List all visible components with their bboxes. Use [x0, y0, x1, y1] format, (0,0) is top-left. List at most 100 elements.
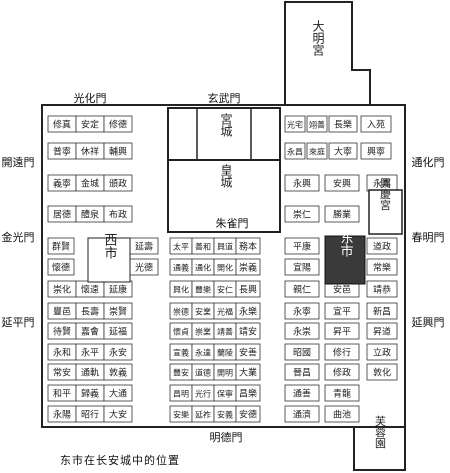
ward-w7-1: 懷遠: [75, 280, 105, 298]
ward-c7-0: 豐安: [169, 363, 193, 381]
ward-c3-2: 安仁: [213, 280, 237, 298]
ward-w6-1: 光德: [129, 258, 159, 276]
ward-label: 永興: [293, 178, 311, 190]
ward-e_top2-3: 興寧: [360, 142, 392, 160]
ward-label: 善和: [195, 242, 211, 252]
ward-label: 待賢: [53, 326, 71, 338]
ward-box: [103, 322, 133, 340]
ward-box: [235, 258, 261, 276]
ward-label: 昭國: [293, 348, 311, 359]
imperial-city-label: 皇城: [219, 164, 233, 189]
ward-w9-0: 待賢: [47, 322, 77, 340]
ward-w11-2: 敦義: [103, 363, 133, 381]
ward-label: 宣陽: [293, 262, 311, 274]
ward-label: 安德: [239, 409, 257, 421]
ward-box: [366, 302, 398, 320]
east-market: [324, 235, 366, 285]
ward-label: 靖安: [239, 326, 257, 338]
ward-w6-0: 懷德: [47, 258, 75, 276]
ward-label: 興化: [173, 285, 189, 295]
ward-label: 昇道: [373, 326, 391, 338]
ward-w2-2: 輔興: [103, 142, 133, 160]
gate-chunming: 春明門: [412, 231, 445, 244]
ward-label: 懷德: [52, 262, 70, 274]
ward-box: [366, 363, 398, 381]
ward-e10-1: 青龍: [324, 384, 360, 402]
ward-label: 延壽: [135, 241, 153, 253]
ward-label: 興寧: [367, 146, 385, 158]
daming-palace-label: 大明宮: [311, 20, 325, 56]
ward-label: 永和: [53, 347, 71, 359]
ward-box: [235, 343, 261, 361]
ward-e_top2-0: 永昌: [284, 142, 306, 160]
ward-e1-0: 永興: [284, 174, 320, 192]
ward-box: [284, 142, 306, 160]
ward-e1-1: 安興: [324, 174, 360, 192]
ward-box: [284, 322, 320, 340]
wards-layer: 修真安定修德普寧休祥輔興義寧金城頒政居德醴泉布政群賢延壽懷德光德崇化懷遠延康豐邑…: [47, 115, 398, 423]
ward-w9-1: 嘉會: [75, 322, 105, 340]
ward-box: [103, 205, 133, 223]
ward-label: 入苑: [367, 119, 385, 131]
ward-e8-2: 立政: [366, 343, 398, 361]
ward-label: 常樂: [373, 262, 391, 274]
ward-label: 道德: [195, 368, 211, 378]
ward-box: [284, 384, 320, 402]
ward-w13-0: 永陽: [47, 405, 77, 423]
ward-box: [235, 280, 261, 298]
ward-e_top-0: 光宅: [284, 115, 306, 133]
ward-w1-2: 修德: [103, 115, 133, 133]
east-market-label: 东市: [338, 231, 354, 257]
gate-yanxing: 延興門: [412, 316, 445, 329]
ward-label: 晉昌: [293, 368, 311, 379]
ward-w7-0: 崇化: [47, 280, 77, 298]
ward-c9-3: 安德: [235, 405, 261, 423]
ward-w4-1: 醴泉: [75, 205, 105, 223]
ward-e2-1: 勝業: [324, 205, 360, 223]
ward-label: 宣義: [173, 348, 189, 358]
ward-box: [366, 280, 398, 298]
ward-box: [235, 237, 261, 255]
ward-label: 安善: [239, 347, 257, 359]
ward-label: 大通: [109, 388, 127, 400]
ward-label: 崇德: [173, 307, 189, 317]
west-market: [87, 237, 131, 283]
ward-c1-1: 善和: [191, 237, 215, 255]
ward-c1-0: 太平: [169, 237, 193, 255]
ward-box: [103, 363, 133, 381]
ward-label: 崇仁: [293, 209, 311, 221]
ward-c5-3: 靖安: [235, 322, 261, 340]
ward-w5-1: 延壽: [129, 237, 159, 255]
ward-e5-1: 安邑: [324, 280, 360, 298]
ward-label: 大安: [109, 409, 127, 421]
ward-box: [103, 115, 133, 133]
daming-palace-outline: [284, 1, 371, 105]
gate-kaiyuan: 開遠門: [2, 156, 35, 169]
ward-label: 光宅: [287, 120, 303, 130]
ward-label: 豐安: [173, 368, 189, 378]
city-wall: [41, 104, 406, 428]
ward-e7-0: 永崇: [284, 322, 320, 340]
ward-label: 永安: [109, 347, 127, 359]
gate-guanghua: 光化門: [74, 91, 107, 105]
ward-label: 修真: [53, 119, 71, 131]
ward-label: 歸義: [81, 388, 99, 400]
ward-box: [284, 237, 320, 255]
gate-tonghua: 通化門: [412, 155, 445, 169]
ward-label: 開化: [217, 263, 233, 273]
ward-label: 平康: [293, 241, 311, 253]
ward-box: [284, 363, 320, 381]
ward-box: [360, 142, 392, 160]
ward-label: 永達: [195, 348, 211, 358]
ward-label: 懷遠: [81, 284, 99, 296]
gate-xuanwu: 玄武門: [208, 91, 241, 105]
gate-jinguang: 金光門: [2, 230, 35, 244]
ward-c6-3: 安善: [235, 343, 261, 361]
ward-label: 通善: [293, 388, 311, 400]
ward-box: [366, 258, 398, 276]
ward-label: 新昌: [373, 306, 391, 318]
ward-w3-1: 金城: [75, 174, 105, 192]
ward-label: 昇平: [333, 327, 351, 338]
ward-c7-1: 道德: [191, 363, 215, 381]
ward-w10-1: 永平: [75, 343, 105, 361]
